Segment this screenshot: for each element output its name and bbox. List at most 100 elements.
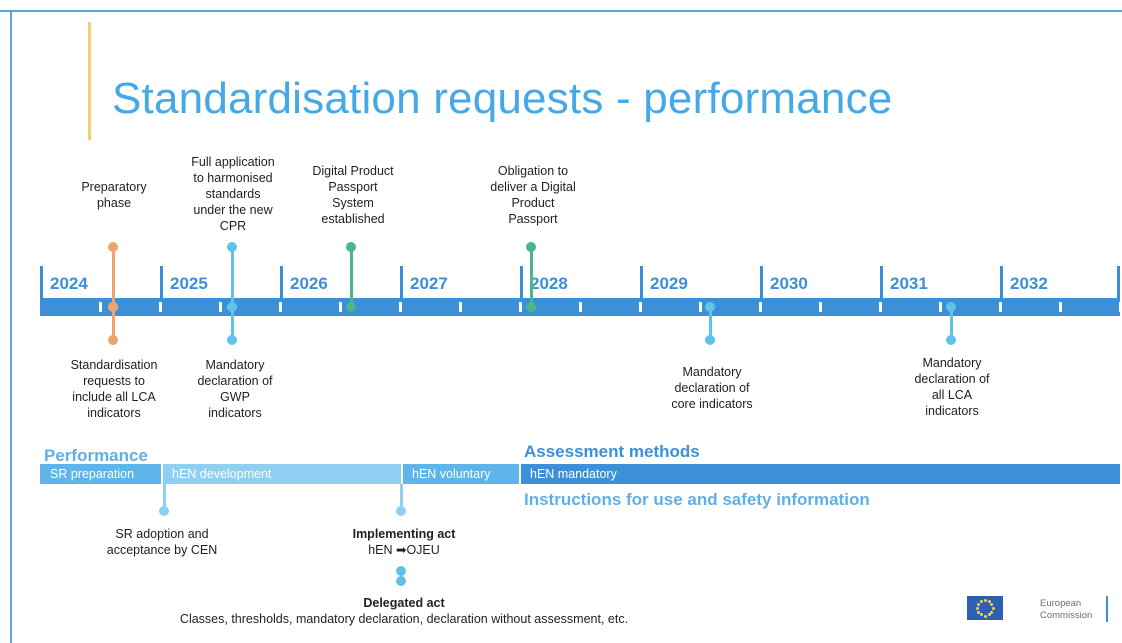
eu-star-icon <box>983 598 987 602</box>
core-declaration-marker-dot <box>705 335 715 345</box>
year-label-2031: 2031 <box>890 274 928 293</box>
timeline-tick <box>339 302 342 312</box>
implementing-act-stem <box>400 484 403 510</box>
eu-star-icon <box>979 599 983 603</box>
timeline-tick <box>999 302 1002 312</box>
eu-star-icon <box>976 602 980 606</box>
year-separator <box>1000 266 1003 298</box>
delegated-act-dot <box>396 576 406 586</box>
dpp-established-marker-anchor <box>346 302 356 312</box>
sr-include-lca-marker-stem <box>112 307 115 340</box>
timeline-tick <box>879 302 882 312</box>
full-application-marker-stem <box>231 247 234 307</box>
year-label-2026: 2026 <box>290 274 328 293</box>
eu-star-icon <box>983 614 987 618</box>
segment-sr-preparation: SR preparation <box>40 464 162 484</box>
year-label-2029: 2029 <box>650 274 688 293</box>
year-label-2032: 2032 <box>1010 274 1048 293</box>
year-separator <box>760 266 763 298</box>
dpp-established-marker-stem <box>350 247 353 307</box>
segment-hen-development: hEN development <box>162 464 402 484</box>
preparatory-phase-marker-stem <box>112 247 115 307</box>
sr-include-lca-marker-anchor <box>108 302 118 312</box>
lca-declaration-marker-anchor <box>946 302 956 312</box>
label-delegated-act-title: Delegated act <box>363 596 445 610</box>
lca-declaration-marker-stem <box>950 307 953 340</box>
year-separator <box>400 266 403 298</box>
eu-star-icon <box>990 610 994 614</box>
segment-divider <box>161 464 163 484</box>
dpp-obligation-marker-stem <box>530 247 533 307</box>
frame-left-border <box>10 10 12 643</box>
sr-include-lca-marker-dot <box>108 335 118 345</box>
sr-adoption-dot <box>159 506 169 516</box>
timeline-tick <box>519 302 522 312</box>
full-application-marker-dot <box>227 242 237 252</box>
core-declaration-marker-anchor <box>705 302 715 312</box>
dpp-obligation-marker-dot <box>526 242 536 252</box>
gwp-declaration-marker-dot <box>227 335 237 345</box>
year-separator <box>520 266 523 298</box>
sr-adoption-stem <box>163 484 166 510</box>
frame-top-border <box>0 10 1122 12</box>
year-separator <box>40 266 43 298</box>
year-label-2030: 2030 <box>770 274 808 293</box>
timeline-tick <box>99 302 102 312</box>
dpp-established-marker-dot <box>346 242 356 252</box>
timeline-tick <box>159 302 162 312</box>
year-separator <box>160 266 163 298</box>
timeline-tick <box>399 302 402 312</box>
year-label-2024: 2024 <box>50 274 88 293</box>
label-delegated-act-text: Classes, thresholds, mandatory declarati… <box>179 612 629 626</box>
timeline-tick <box>459 302 462 312</box>
year-separator <box>880 266 883 298</box>
timeline-tick <box>279 302 282 312</box>
timeline-tick <box>219 302 222 312</box>
timeline-tick <box>699 302 702 312</box>
year-separator <box>640 266 643 298</box>
year-separator <box>280 266 283 298</box>
eu-star-icon <box>987 599 991 603</box>
segment-divider <box>401 464 403 484</box>
gwp-declaration-marker-stem <box>231 307 234 340</box>
eu-star-icon <box>990 602 994 606</box>
year-separator <box>1117 266 1120 298</box>
implementing-act-dot <box>396 506 406 516</box>
instructions-heading: Instructions for use and safety informat… <box>524 490 870 509</box>
title-accent-bar <box>88 22 91 140</box>
eu-star-icon <box>979 613 983 617</box>
eu-flag-icon <box>967 596 1003 620</box>
timeline-tick <box>1119 302 1122 312</box>
timeline-tick <box>579 302 582 312</box>
dpp-obligation-marker-anchor <box>526 302 536 312</box>
page-title: Standardisation requests - performance <box>112 74 893 123</box>
gwp-declaration-marker-anchor <box>227 302 237 312</box>
lca-declaration-marker-dot <box>946 335 956 345</box>
preparatory-phase-marker-dot <box>108 242 118 252</box>
eu-star-icon <box>987 613 991 617</box>
footer-accent-line <box>1106 596 1108 622</box>
year-label-2027: 2027 <box>410 274 448 293</box>
eu-star-icon <box>976 610 980 614</box>
performance-heading: Performance <box>44 446 148 465</box>
segment-hen-mandatory: hEN mandatory <box>520 464 1120 484</box>
segment-hen-voluntary: hEN voluntary <box>402 464 520 484</box>
timeline-tick <box>759 302 762 312</box>
timeline-tick <box>1059 302 1062 312</box>
eu-star-icon <box>991 606 995 610</box>
year-label-2025: 2025 <box>170 274 208 293</box>
core-declaration-marker-stem <box>709 307 712 340</box>
timeline-tick <box>639 302 642 312</box>
timeline-tick <box>819 302 822 312</box>
assessment-methods-heading: Assessment methods <box>524 442 700 461</box>
